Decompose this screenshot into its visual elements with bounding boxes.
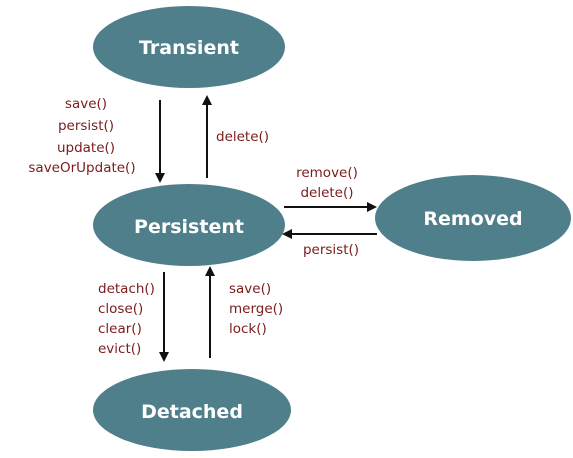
method-label: close() (98, 301, 143, 317)
state-detached-label: Detached (141, 401, 243, 423)
method-label: delete() (216, 129, 269, 145)
method-label: persist() (303, 242, 359, 258)
labels-persistent-to-removed: remove() delete() (296, 165, 358, 201)
method-label: save() (65, 96, 107, 112)
method-label: evict() (98, 341, 141, 357)
method-label: lock() (229, 321, 267, 337)
state-persistent: Persistent (93, 184, 285, 266)
method-label: delete() (300, 185, 353, 201)
method-label: merge() (229, 301, 283, 317)
labels-removed-to-persistent: persist() (303, 242, 359, 258)
state-transient: Transient (93, 6, 285, 88)
state-removed-label: Removed (423, 208, 522, 230)
method-label: remove() (296, 165, 358, 181)
method-label: clear() (98, 321, 142, 337)
method-label: detach() (98, 281, 155, 297)
method-label: update() (57, 140, 115, 156)
state-detached: Detached (93, 369, 291, 451)
labels-transient-to-persistent: save() persist() update() saveOrUpdate() (28, 96, 135, 176)
labels-persistent-to-detached: detach() close() clear() evict() (98, 281, 155, 357)
method-label: save() (229, 281, 271, 297)
method-label: saveOrUpdate() (28, 160, 135, 176)
state-persistent-label: Persistent (134, 216, 244, 238)
labels-detached-to-persistent: save() merge() lock() (229, 281, 283, 337)
method-label: persist() (58, 118, 114, 134)
labels-persistent-to-transient: delete() (216, 129, 269, 145)
state-transient-label: Transient (139, 37, 239, 59)
state-removed: Removed (375, 175, 571, 261)
